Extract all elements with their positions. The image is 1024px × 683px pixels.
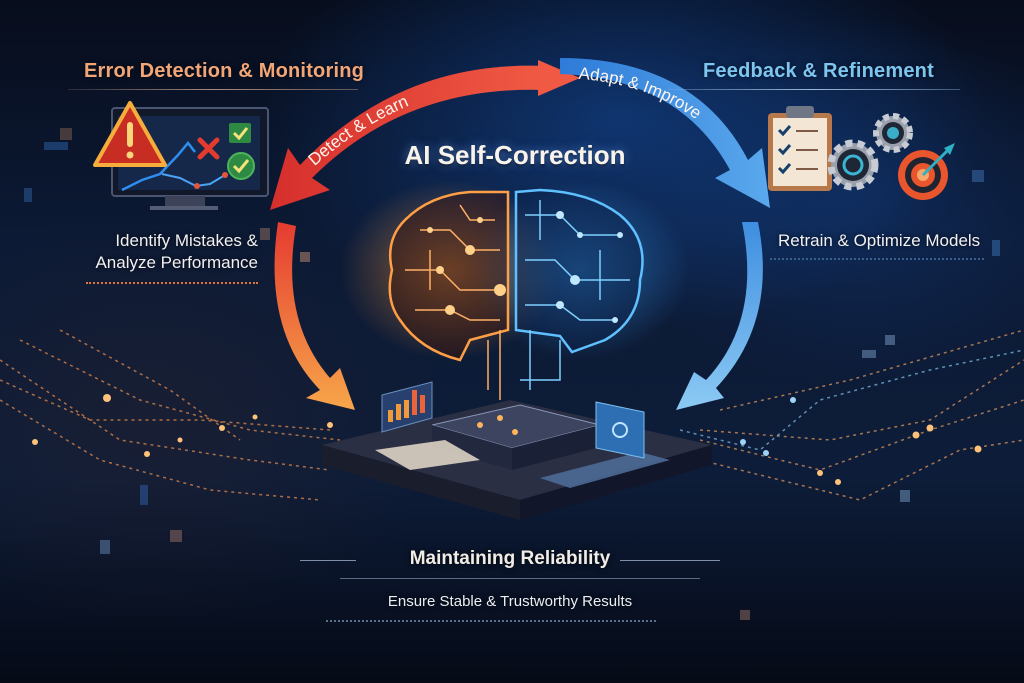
bottom-heading-rule-left: [300, 560, 356, 561]
left-heading-divider: [68, 89, 358, 90]
clipboard-checklist-icon: [768, 106, 832, 191]
main-title: AI Self-Correction: [404, 140, 626, 170]
bottom-divider: [340, 578, 700, 579]
left-down-arrow: [274, 222, 355, 410]
left-caption-line2: Analyze Performance: [95, 253, 258, 272]
right-dotted-divider: [770, 258, 984, 260]
bottom-subtitle: Ensure Stable & Trustworthy Results: [387, 593, 633, 610]
right-panel-caption: Retrain & Optimize Models: [778, 231, 981, 250]
circuit-brain-icon: [388, 188, 644, 400]
error-x-icon: [197, 137, 220, 160]
gear-icon: [827, 139, 879, 191]
right-down-arrow: [676, 222, 763, 410]
adapt-improve-arrow: [560, 58, 770, 208]
left-panel-heading: Error Detection & Monitoring: [84, 60, 365, 82]
data-platform-icon: [322, 400, 712, 520]
dashboard-panel-icon: [595, 401, 645, 459]
check-square-icon: [229, 123, 251, 143]
detect-learn-arrow: [270, 60, 580, 210]
right-heading-divider: [668, 89, 960, 90]
target-arrow-icon: [898, 143, 955, 200]
left-caption-line1: Identify Mistakes &: [115, 231, 258, 250]
left-panel-caption: Identify Mistakes & Analyze Performance: [92, 230, 258, 274]
bottom-dotted-divider: [326, 620, 656, 622]
warning-icon: [93, 101, 167, 167]
bar-chart-panel-icon: [381, 381, 433, 433]
bottom-heading: Maintaining Reliability: [409, 548, 611, 569]
check-circle-icon: [227, 152, 255, 180]
bottom-heading-rule-right: [620, 560, 720, 561]
right-panel-heading: Feedback & Refinement: [703, 60, 934, 82]
left-dotted-divider: [86, 282, 258, 284]
gear-small-icon: [873, 113, 913, 153]
